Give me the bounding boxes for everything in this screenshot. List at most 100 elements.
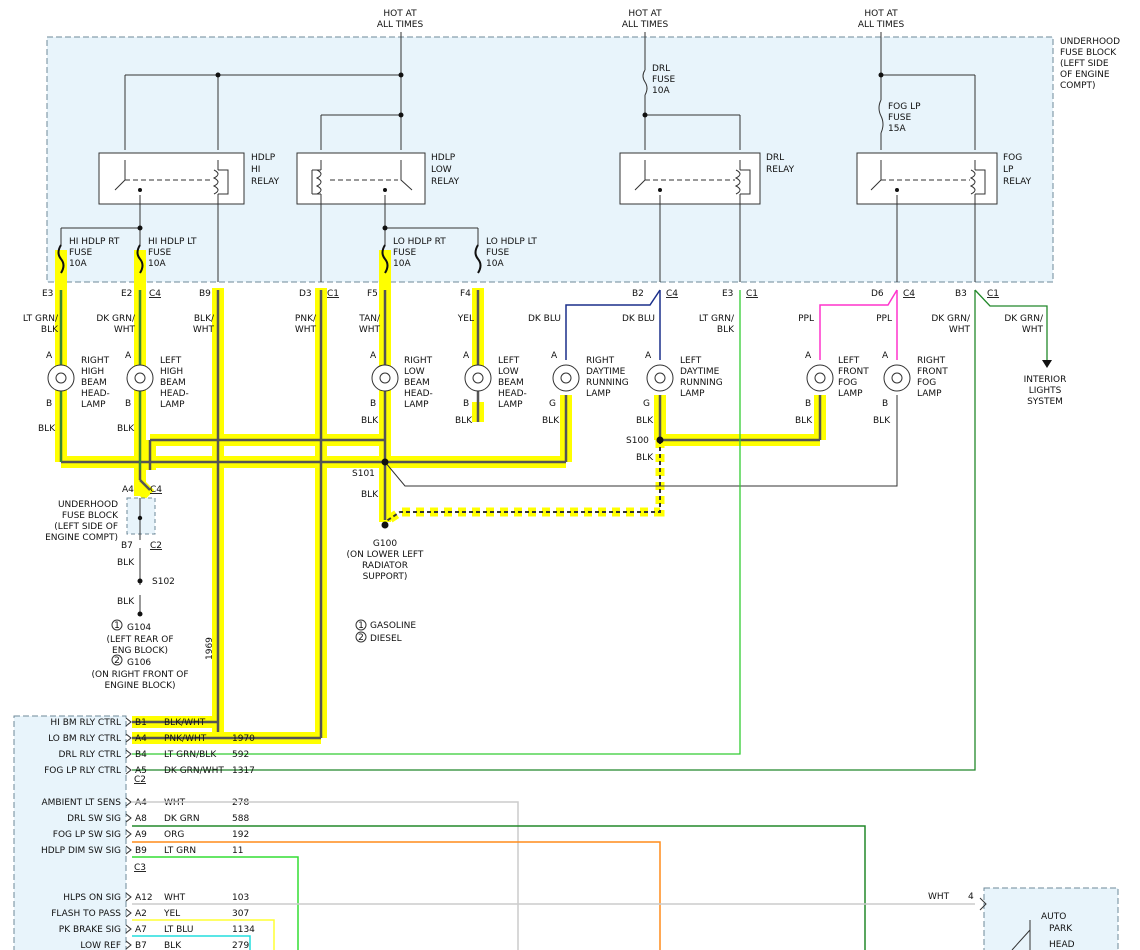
module-row-text: 588	[232, 814, 249, 824]
dk-blu-wire-right	[565, 289, 661, 360]
svg-text:G: G	[643, 399, 650, 409]
module-row-text: FLASH TO PASS	[51, 909, 121, 919]
module-row-text: BLK	[164, 941, 182, 950]
svg-text:BLK: BLK	[117, 597, 135, 607]
svg-text:B2: B2	[632, 289, 644, 299]
svg-text:B: B	[805, 399, 811, 409]
svg-text:C4: C4	[666, 289, 678, 299]
legend: 1 GASOLINE 2 DIESEL	[355, 619, 416, 644]
svg-text:B: B	[882, 399, 888, 409]
connector-icon	[979, 897, 987, 911]
module-row-text: 592	[232, 750, 249, 760]
svg-text:PNK/WHT: PNK/WHT	[295, 314, 317, 335]
fog-fuse-icon	[878, 99, 884, 134]
svg-text:2: 2	[358, 633, 364, 643]
drl-fuse-icon	[642, 69, 648, 96]
ppl-wire-left	[819, 289, 898, 360]
svg-text:G104: G104	[127, 623, 151, 633]
pin-icon	[125, 940, 132, 950]
module-row-text: LT GRN/BLK	[164, 750, 217, 760]
svg-text:B: B	[463, 399, 469, 409]
svg-text:B: B	[370, 399, 376, 409]
svg-text:BLK: BLK	[361, 490, 379, 500]
lamp-icon	[806, 364, 834, 392]
svg-text:B: B	[46, 399, 52, 409]
module-row-text: PK BRAKE SIG	[59, 925, 121, 935]
svg-text:BLK: BLK	[455, 416, 473, 426]
svg-text:B7: B7	[121, 541, 133, 551]
lamp-icon	[883, 364, 911, 392]
svg-text:1: 1	[114, 621, 120, 631]
dk-grn-wht-wire	[132, 290, 976, 771]
interior-lights-wire	[974, 289, 1048, 362]
lamps	[47, 364, 911, 392]
pin-icon	[125, 813, 132, 823]
svg-text:DIESEL: DIESEL	[370, 634, 402, 644]
svg-text:4: 4	[968, 892, 974, 902]
module-row-text: LT GRN	[164, 846, 196, 856]
module-row-text: A4	[135, 734, 147, 744]
module-row-text: DRL SW SIG	[67, 814, 121, 824]
module-row-text: B4	[135, 750, 147, 760]
svg-text:BLK: BLK	[636, 416, 654, 426]
svg-text:AUTO: AUTO	[1041, 912, 1066, 922]
svg-text:C4: C4	[903, 289, 915, 299]
module-row-text: 1317	[232, 766, 255, 776]
wire-labels: LT GRN/BLK DK GRN/WHT BLK/WHT PNK/WHT TA…	[23, 314, 1044, 335]
control-module	[13, 715, 127, 950]
svg-text:HEAD: HEAD	[1049, 940, 1075, 950]
svg-text:A: A	[46, 351, 53, 361]
svg-text:BLK: BLK	[873, 416, 891, 426]
module-row-text: A2	[135, 909, 147, 919]
svg-text:A: A	[370, 351, 377, 361]
svg-text:GASOLINE: GASOLINE	[370, 621, 416, 631]
svg-text:2: 2	[114, 656, 120, 666]
signal-wires	[132, 801, 975, 950]
module-row-text: HLPS ON SIG	[63, 893, 121, 903]
svg-text:A: A	[805, 351, 812, 361]
lower-fuses	[57, 244, 482, 274]
svg-text:PPL: PPL	[876, 314, 892, 324]
module-row-text: BLK/WHT	[164, 718, 206, 728]
svg-text:A: A	[551, 351, 558, 361]
lamp-icon	[371, 364, 399, 392]
module-row-text: DK GRN	[164, 814, 200, 824]
module-row-text: YEL	[163, 909, 180, 919]
svg-text:E2: E2	[121, 289, 132, 299]
svg-text:BLK/WHT: BLK/WHT	[193, 314, 215, 335]
svg-text:DK BLU: DK BLU	[622, 314, 655, 324]
module-row-text: DK GRN/WHT	[164, 766, 224, 776]
arrow-icon	[1042, 360, 1052, 368]
svg-text:C2: C2	[134, 775, 146, 785]
svg-text:BLK: BLK	[117, 558, 135, 568]
svg-text:TAN/WHT: TAN/WHT	[358, 314, 381, 335]
module-row-text: B1	[135, 718, 147, 728]
pin-icon	[125, 829, 132, 839]
module-row-text: B7	[135, 941, 147, 950]
module-connectors: C2 C3	[134, 775, 146, 873]
svg-text:B9: B9	[199, 289, 211, 299]
svg-text:PPL: PPL	[798, 314, 814, 324]
lamp-icon	[646, 364, 674, 392]
lamp-icon	[464, 364, 492, 392]
module-row-text: 279	[232, 941, 249, 950]
module-row-text: PNK/WHT	[164, 734, 207, 744]
svg-text:C4: C4	[149, 289, 161, 299]
fuse-block-label: UNDERHOOD FUSE BLOCK (LEFT SIDE OF ENGIN…	[1060, 37, 1123, 91]
